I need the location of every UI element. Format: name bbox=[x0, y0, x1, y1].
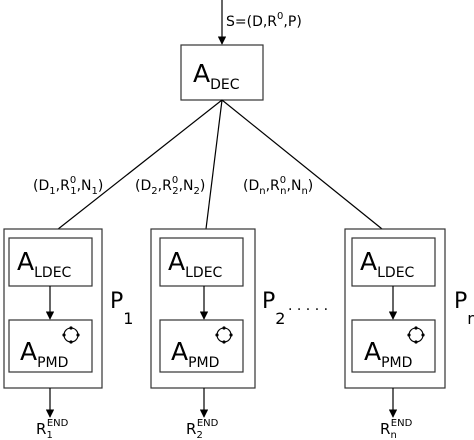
processor-2: ALDEC APMD bbox=[150, 228, 256, 389]
output-label-1: R1END bbox=[36, 418, 69, 440]
pmd-box-1 bbox=[8, 319, 93, 373]
loop-icon bbox=[407, 326, 425, 344]
edge-p2 bbox=[201, 99, 223, 238]
pmd-label-2: APMD bbox=[171, 337, 219, 371]
loop-icon bbox=[215, 326, 233, 344]
pmd-label-n: APMD bbox=[364, 337, 412, 371]
output-label-n: RnEND bbox=[380, 418, 413, 440]
edge-p1 bbox=[47, 99, 223, 238]
decoder-label: ADEC bbox=[193, 59, 240, 93]
ldec-label-1: ALDEC bbox=[17, 247, 72, 281]
input-label: S=(D,R0,P) bbox=[226, 11, 302, 30]
processor-label-1: P1 bbox=[110, 289, 133, 328]
processor-1: ALDEC APMD bbox=[3, 228, 103, 389]
pmd-box-n bbox=[351, 319, 436, 373]
pmd-label-1: APMD bbox=[20, 337, 68, 371]
ldec-box-2 bbox=[159, 237, 244, 287]
ldec-label-2: ALDEC bbox=[168, 247, 223, 281]
ldec-label-n: ALDEC bbox=[360, 247, 415, 281]
processor-n: ALDEC APMD bbox=[344, 228, 446, 389]
ellipsis: . . . . . bbox=[288, 298, 328, 314]
processor-label-2: P2 bbox=[262, 289, 285, 328]
processor-label-n: Pn bbox=[454, 289, 474, 328]
loop-icon bbox=[62, 326, 80, 344]
ldec-box-1 bbox=[8, 237, 93, 287]
output-label-2: R2END bbox=[186, 418, 219, 440]
edge-pn bbox=[221, 99, 393, 238]
pmd-box-2 bbox=[159, 319, 244, 373]
